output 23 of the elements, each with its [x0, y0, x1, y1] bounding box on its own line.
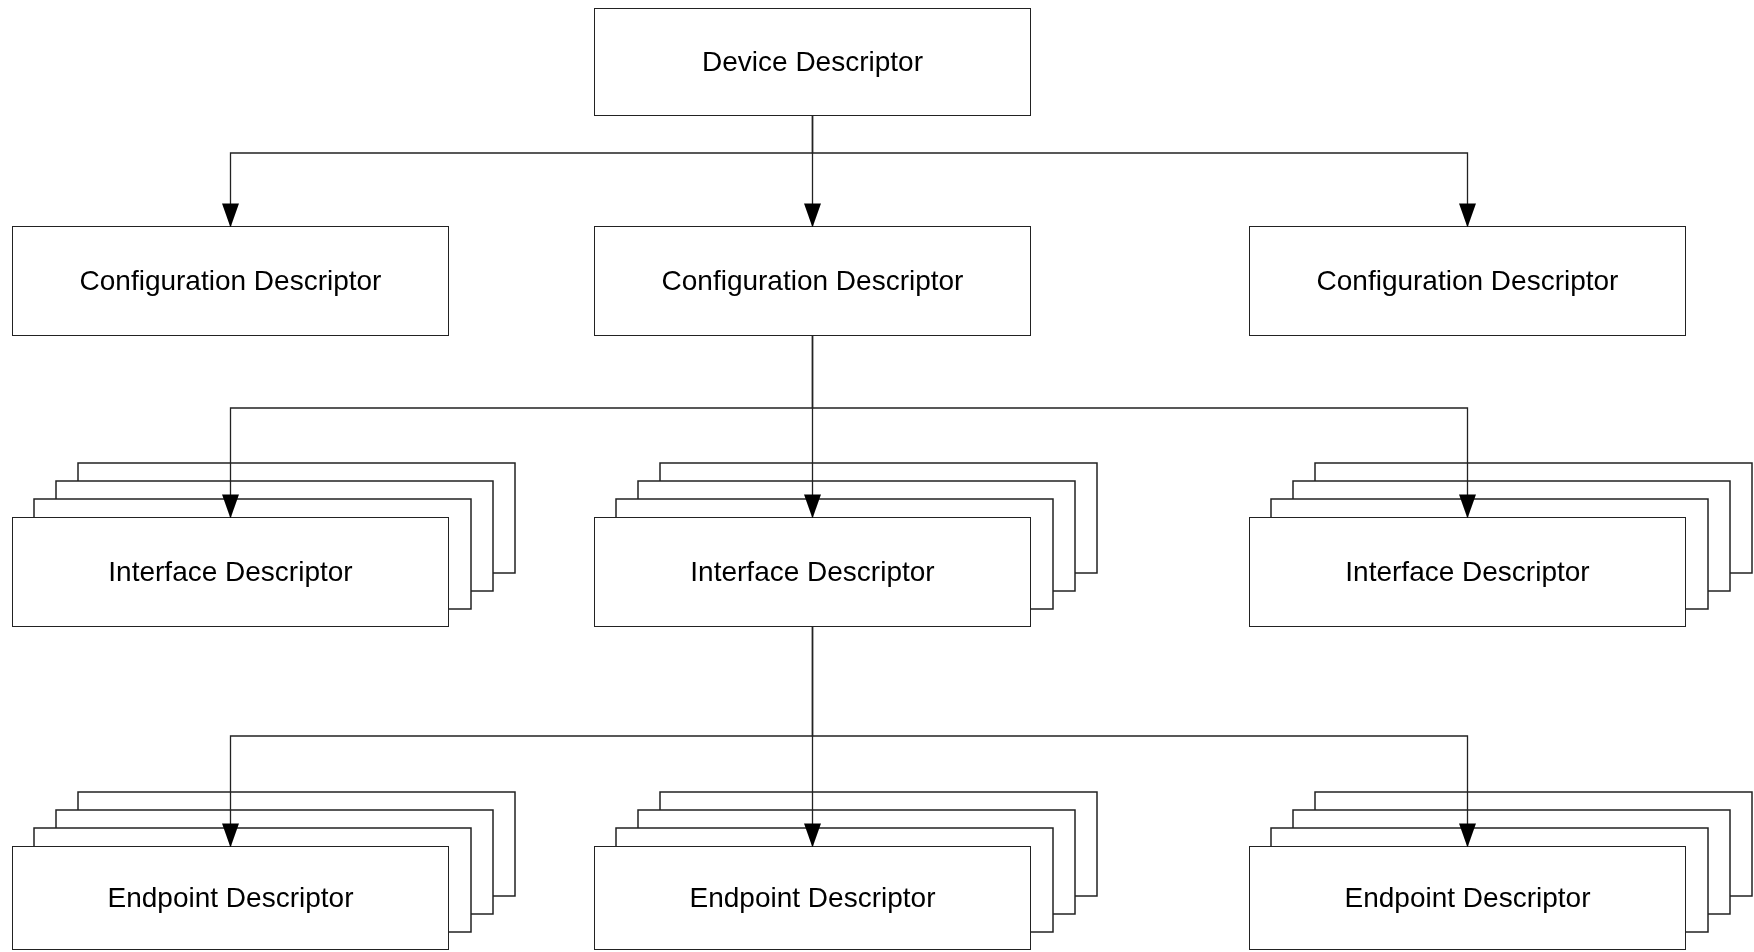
descriptor-box: [594, 226, 1031, 336]
arrow: [811, 335, 1476, 519]
arrow: [811, 626, 1476, 848]
box-label: Device Descriptor: [702, 46, 923, 78]
box-label: Endpoint Descriptor: [1344, 882, 1591, 914]
box-label: Interface Descriptor: [690, 556, 935, 588]
descriptor-box: [1249, 517, 1686, 627]
descriptor-box: [1249, 226, 1686, 336]
box-label: Configuration Descriptor: [661, 265, 964, 297]
descriptor-box: [594, 517, 1031, 627]
box-label: Interface Descriptor: [1345, 556, 1590, 588]
descriptor-box: [594, 846, 1031, 950]
arrow: [811, 115, 1476, 228]
box-label: Endpoint Descriptor: [689, 882, 936, 914]
descriptor-box: [1249, 846, 1686, 950]
box-label: Endpoint Descriptor: [107, 882, 354, 914]
descriptor-box: [12, 846, 449, 950]
box-label: Configuration Descriptor: [1316, 265, 1619, 297]
descriptor-box: [12, 226, 449, 336]
box-label: Configuration Descriptor: [79, 265, 382, 297]
descriptor-box: [12, 517, 449, 627]
box-label: Interface Descriptor: [108, 556, 353, 588]
descriptor-box: [594, 8, 1031, 116]
